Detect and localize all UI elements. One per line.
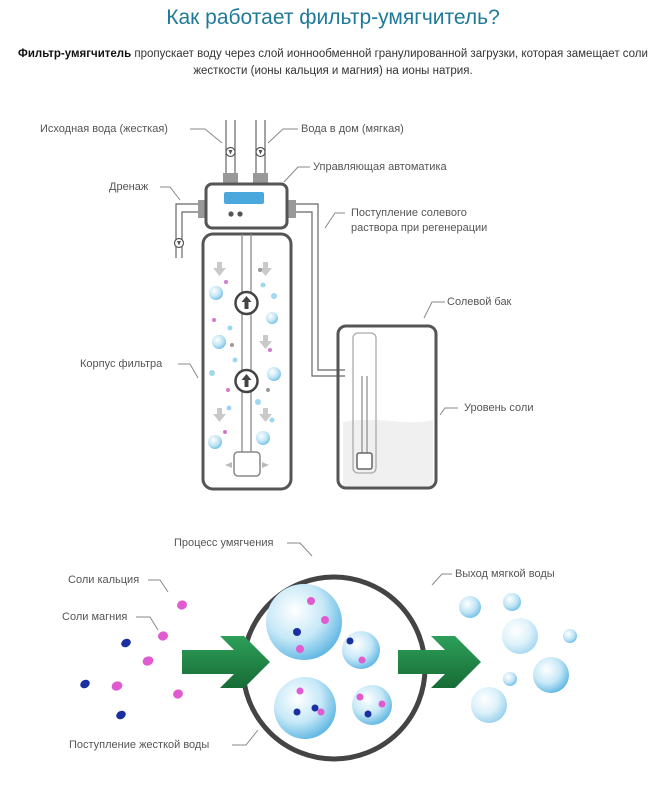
output-arrow-icon <box>398 636 481 688</box>
label-brine-inflow-line2: раствора при регенерации <box>351 222 487 234</box>
resin-bead-medium <box>342 631 380 669</box>
label-calcium-salts: Соли кальция <box>68 574 139 586</box>
label-source-water: Исходная вода (жесткая) <box>40 123 168 135</box>
label-house-water: Вода в дом (мягкая) <box>301 123 404 135</box>
drain-pipe <box>175 203 200 258</box>
label-hard-water-in: Поступление жесткой воды <box>69 739 209 751</box>
resin-bead-medium <box>352 685 392 725</box>
upflow-arrow-icon <box>234 368 259 394</box>
brine-well <box>352 332 377 474</box>
label-filter-body: Корпус фильтра <box>80 358 163 370</box>
resin-beads <box>208 268 281 449</box>
control-display <box>224 192 264 204</box>
drain-fitting <box>198 200 208 218</box>
valve-icon-inlet <box>225 146 236 158</box>
label-control-unit: Управляющая автоматика <box>313 161 448 173</box>
upflow-arrow-icon <box>234 290 259 316</box>
filter-body <box>201 232 293 491</box>
control-unit <box>204 182 289 230</box>
control-button-icon <box>237 211 243 217</box>
label-brine-inflow-line1: Поступление солевого <box>351 207 467 219</box>
control-button-icon <box>228 211 234 217</box>
intro-paragraph: Фильтр-умягчитель пропускает воду через … <box>12 46 654 80</box>
label-salt-tank: Солевой бак <box>447 296 512 308</box>
leader-lines <box>160 128 458 416</box>
brine-pipe <box>292 203 345 377</box>
label-soft-water-out: Выход мягкой воды <box>455 568 555 580</box>
distributor-icon <box>233 451 261 477</box>
brine-valve <box>356 452 373 470</box>
label-salt-level: Уровень соли <box>464 402 534 414</box>
magnesium-ions <box>80 638 131 720</box>
valve-icon-drain <box>173 237 185 249</box>
input-arrow-icon <box>182 636 270 688</box>
label-softening-process: Процесс умягчения <box>174 537 273 549</box>
label-drain: Дренаж <box>109 181 149 193</box>
valve-icon-outlet <box>255 146 266 158</box>
process-leader-lines <box>136 542 452 746</box>
brine-fitting <box>286 200 296 218</box>
label-magnesium-salts: Соли магния <box>62 611 127 623</box>
resin-bead-large <box>266 584 342 660</box>
page-title: Как работает фильтр-умягчитель? <box>166 6 500 29</box>
resin-bead-large <box>274 677 336 739</box>
salt-tank <box>336 324 438 490</box>
calcium-ions <box>111 600 187 699</box>
intro-text: пропускает воду через слой ионнообменной… <box>131 48 648 77</box>
soft-water-bubbles <box>459 593 577 723</box>
intro-bold-term: Фильтр-умягчитель <box>18 48 132 60</box>
